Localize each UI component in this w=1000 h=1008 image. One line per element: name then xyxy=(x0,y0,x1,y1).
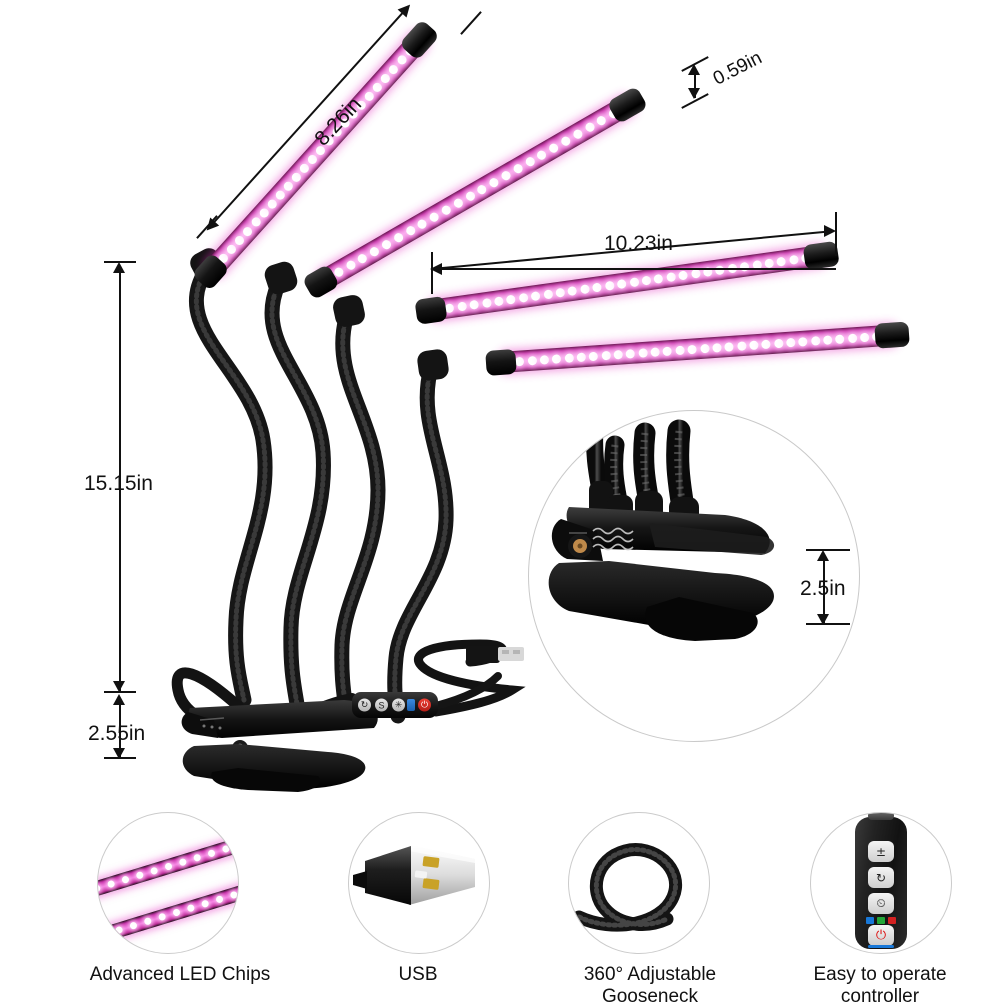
feature-caption-adjustable-gooseneck: 360° Adjustable Gooseneck xyxy=(583,964,717,1007)
clip-mechanism-closeup xyxy=(528,410,860,742)
remote-controller-icon: ± ↻ ⏲ ⏻ xyxy=(810,812,952,954)
feature-usb: USB xyxy=(318,812,518,985)
led-striplet-upper xyxy=(98,835,238,898)
remote-top-tip xyxy=(868,813,894,820)
usb-plug-icon xyxy=(348,812,490,954)
led-strip-icon xyxy=(97,812,239,954)
feature-adjustable-gooseneck: 360° Adjustable Gooseneck xyxy=(540,812,760,1007)
indicator-led-blue xyxy=(866,917,874,924)
led-row-2 xyxy=(320,100,632,285)
inline-button-timer[interactable]: ↻ xyxy=(358,698,371,712)
dimension-label-total-height: 15.15in xyxy=(84,472,153,495)
led-bar-4 xyxy=(485,321,910,376)
dimension-label-clip-height: 2.55in xyxy=(88,722,146,745)
tube-cap-right-4 xyxy=(874,321,910,349)
led-row-4 xyxy=(502,330,895,367)
remote-body[interactable]: ± ↻ ⏲ ⏻ xyxy=(855,813,907,949)
usb-plug-on-cable xyxy=(466,646,524,663)
dimension-label-arm-long: 10.23in xyxy=(604,232,673,255)
dimension-arm-short xyxy=(202,0,415,235)
led-bar-2 xyxy=(301,85,649,301)
inline-button-brightness[interactable]: ✳ xyxy=(392,698,405,712)
inline-controller[interactable]: ↻ S ✳ ⏻ xyxy=(352,692,438,718)
clip-base xyxy=(181,700,378,792)
led-striplet-lower xyxy=(98,881,238,944)
remote-indicator-leds xyxy=(866,917,896,924)
dimension-label-tube-thickness: 0.59in xyxy=(709,47,766,90)
feature-caption-advanced-led-chips: Advanced LED Chips xyxy=(89,964,271,985)
gooseneck-loop-icon xyxy=(568,812,710,954)
indicator-led-red xyxy=(888,917,896,924)
tube-cap-left-4 xyxy=(485,348,517,376)
dimension-label-clip-opening: 2.5in xyxy=(800,577,846,600)
remote-button-brightness[interactable]: ± xyxy=(868,841,894,862)
led-row-3 xyxy=(432,250,824,315)
remote-button-timer[interactable]: ↻ xyxy=(868,867,894,888)
feature-advanced-led-chips: Advanced LED Chips xyxy=(70,812,290,985)
feature-caption-controller: Easy to operate controller xyxy=(813,964,947,1007)
inline-button-blue[interactable] xyxy=(407,699,415,711)
inline-button-power[interactable]: ⏻ xyxy=(418,698,431,712)
remote-button-mode[interactable]: ⏲ xyxy=(868,893,894,914)
inline-button-mode[interactable]: S xyxy=(375,698,388,712)
feature-caption-usb: USB xyxy=(398,964,438,985)
dimension-tick-arm-short-end xyxy=(460,11,482,35)
tube-cap-left-3 xyxy=(414,295,448,325)
indicator-led-green xyxy=(877,917,885,924)
remote-button-power[interactable]: ⏻ xyxy=(868,925,894,946)
feature-controller: ± ↻ ⏲ ⏻ Easy to operate controller xyxy=(780,812,980,1007)
remote-blue-accent xyxy=(868,945,894,948)
